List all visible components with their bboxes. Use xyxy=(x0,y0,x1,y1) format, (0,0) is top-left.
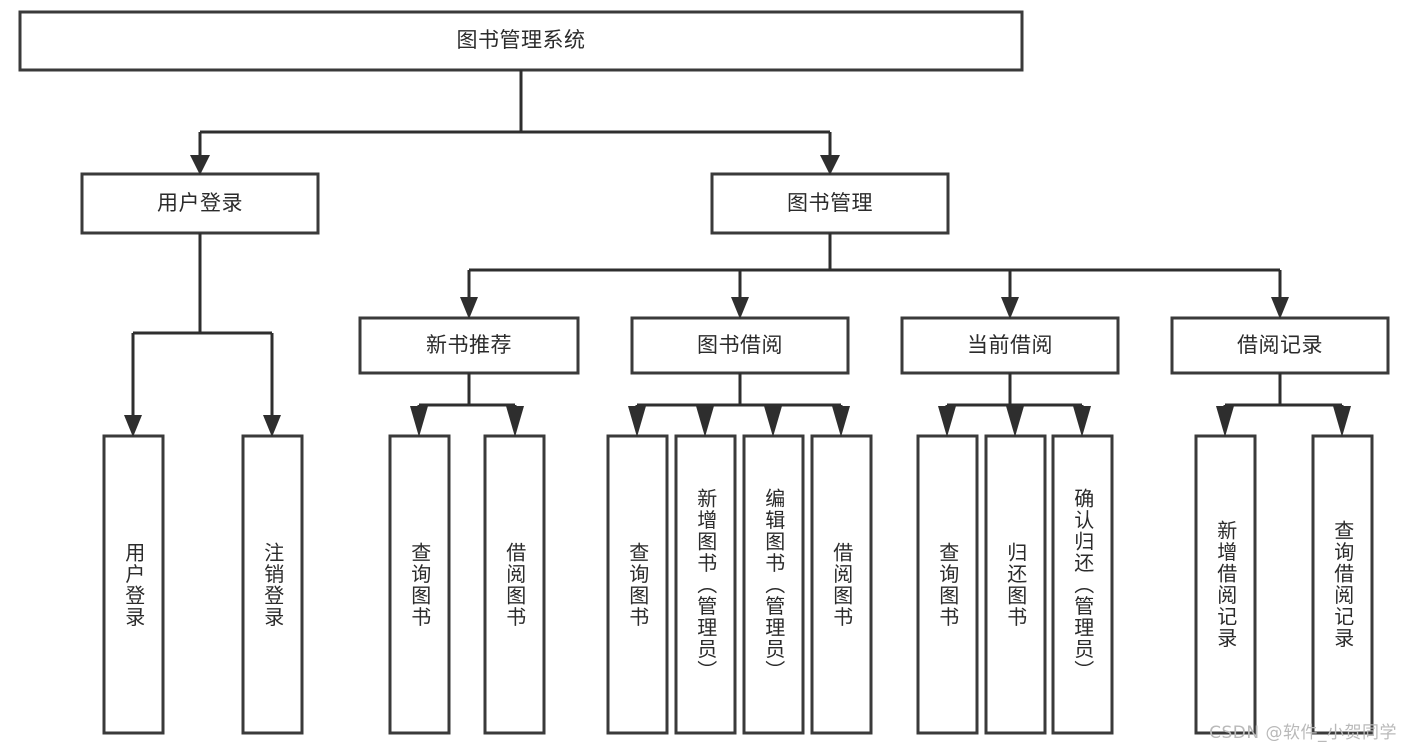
node-box-borrow-record[interactable] xyxy=(1170,316,1390,375)
arrow-head-to-leaf-add-borrow-record xyxy=(1216,406,1234,437)
node-box-root[interactable] xyxy=(18,10,1024,72)
arrow-head-to-book-management xyxy=(820,155,840,175)
node-box-leaf-borrow-book-2[interactable] xyxy=(810,434,873,735)
node-box-book-management[interactable] xyxy=(710,172,950,235)
arrow-head-to-borrow-record xyxy=(1271,297,1289,319)
arrow-head-to-leaf-user-login xyxy=(124,415,142,437)
arrow-head-to-leaf-return-book xyxy=(1006,406,1024,437)
node-box-leaf-confirm-return-admin[interactable] xyxy=(1051,434,1114,735)
arrow-head-to-book-borrow xyxy=(731,297,749,319)
connector-root-to-level1 xyxy=(190,70,840,175)
arrow-head-to-leaf-edit-book-admin xyxy=(764,406,782,437)
connector-user-login-to-leaves xyxy=(124,233,281,437)
node-box-leaf-logout[interactable] xyxy=(241,434,304,735)
arrow-head-to-leaf-borrow-book-2 xyxy=(832,406,850,437)
node-box-leaf-query-book-3[interactable] xyxy=(916,434,979,735)
node-box-new-book-recommend[interactable] xyxy=(358,316,580,375)
watermark-text: CSDN @软件_小贺同学 xyxy=(1209,723,1397,743)
node-box-leaf-query-borrow-record[interactable] xyxy=(1311,434,1374,735)
connector-book-borrow-to-leaves xyxy=(628,373,850,437)
arrow-head-to-leaf-query-borrow-record xyxy=(1333,406,1351,437)
node-box-leaf-user-login[interactable] xyxy=(102,434,165,735)
node-box-leaf-borrow-book-1[interactable] xyxy=(483,434,546,735)
connector-borrow-record-to-leaves xyxy=(1216,373,1351,437)
arrow-head-to-leaf-query-book-1 xyxy=(410,406,428,437)
arrow-head-to-leaf-logout xyxy=(263,415,281,437)
arrow-head-to-leaf-add-book-admin xyxy=(696,406,714,437)
arrow-head-to-leaf-confirm-return-admin xyxy=(1073,406,1091,437)
connector-current-borrow-to-leaves xyxy=(938,373,1091,437)
node-box-leaf-add-book-admin[interactable] xyxy=(674,434,737,735)
node-box-book-borrow[interactable] xyxy=(630,316,850,375)
node-box-leaf-query-book-1[interactable] xyxy=(388,434,451,735)
node-box-leaf-return-book[interactable] xyxy=(984,434,1047,735)
arrow-head-to-leaf-query-book-3 xyxy=(938,406,956,437)
arrow-head-to-user-login xyxy=(190,155,210,175)
node-box-user-login[interactable] xyxy=(80,172,320,235)
arrow-head-to-leaf-borrow-book-1 xyxy=(506,406,524,437)
connector-book-management-to-level2 xyxy=(460,233,1289,319)
arrow-head-to-leaf-query-book-2 xyxy=(628,406,646,437)
node-box-leaf-query-book-2[interactable] xyxy=(606,434,669,735)
node-box-leaf-add-borrow-record[interactable] xyxy=(1194,434,1257,735)
arrow-head-to-new-book-recommend xyxy=(460,297,478,319)
node-box-leaf-edit-book-admin[interactable] xyxy=(742,434,805,735)
node-box-current-borrow[interactable] xyxy=(900,316,1120,375)
connector-new-book-recommend-to-leaves xyxy=(410,373,524,437)
arrow-head-to-current-borrow xyxy=(1001,297,1019,319)
